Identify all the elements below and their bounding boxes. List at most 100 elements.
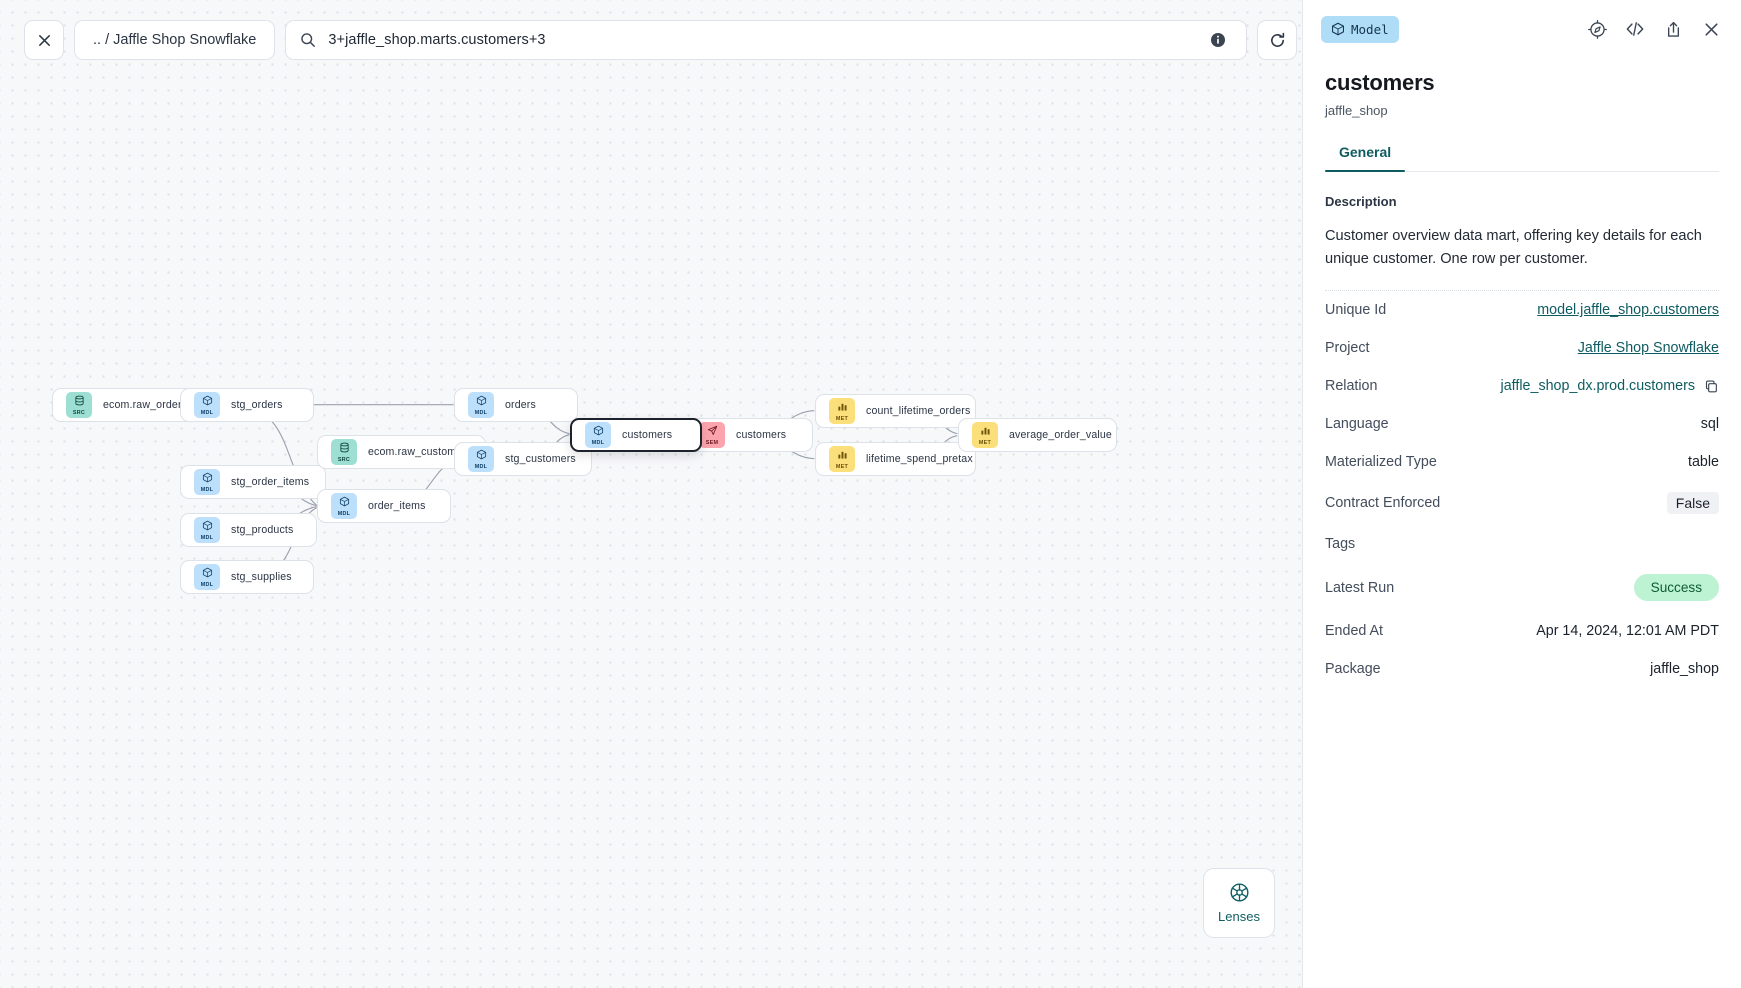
metadata-link[interactable]: Jaffle Shop Snowflake [1577,340,1719,357]
node-type-label: Model [1351,21,1389,37]
metadata-row: Project Jaffle Shop Snowflake [1325,329,1719,367]
metadata-row: Contract Enforced False [1325,481,1719,525]
panel-tabs: General [1325,144,1719,172]
lineage-search-input[interactable]: 3+jaffle_shop.marts.customers+3 [285,20,1248,60]
share-icon[interactable] [1659,15,1687,43]
metadata-key: Ended At [1325,623,1384,640]
mdl-badge-icon: MDL [585,422,611,448]
panel-header: customers jaffle_shop [1303,58,1741,118]
node-label: stg_supplies [231,571,292,583]
metadata-key: Package [1325,661,1381,678]
metadata-value: sql [1700,416,1719,433]
node-label: orders [505,399,536,411]
node-label: stg_customers [505,453,576,465]
description-label: Description [1325,194,1397,209]
metadata-key: Relation [1325,378,1378,395]
metadata-link[interactable]: jaffle_shop_dx.prod.customers [1500,378,1695,395]
lineage-node-orders[interactable]: MDL orders [454,388,578,422]
mdl-badge-icon: MDL [194,469,220,495]
src-badge-icon: SRC [331,439,357,465]
mdl-badge-icon: MDL [331,493,357,519]
node-label: ecom.raw_orders [103,399,188,411]
page-title: customers [1325,70,1435,95]
metadata-key: Materialized Type [1325,454,1437,471]
lineage-node-stg_order_items[interactable]: MDL stg_order_items [180,465,326,499]
canvas-toolbar: .. / Jaffle Shop Snowflake 3+jaffle_shop… [24,20,1298,60]
mdl-badge-icon: MDL [194,392,220,418]
lenses-label: Lenses [1218,909,1260,924]
metadata-value: False [1666,492,1719,515]
lineage-node-order_items[interactable]: MDL order_items [317,489,451,523]
lineage-node-customers_model[interactable]: MDL customers [570,418,702,452]
lenses-button[interactable]: Lenses [1203,868,1275,938]
metadata-link[interactable]: model.jaffle_shop.customers [1537,302,1719,319]
info-circle-icon[interactable] [1204,26,1232,54]
lineage-node-stg_supplies[interactable]: MDL stg_supplies [180,560,314,594]
src-badge-icon: SRC [66,392,92,418]
sem-badge-icon: SEM [699,422,725,448]
aperture-icon [1229,883,1249,902]
lineage-canvas[interactable]: .. / Jaffle Shop Snowflake 3+jaffle_shop… [0,0,1303,988]
refresh-icon [1270,32,1285,47]
lineage-node-average_order_value[interactable]: MET average_order_value [958,418,1117,452]
node-label: lifetime_spend_pretax [866,453,973,465]
value-chip: False [1666,492,1719,515]
metadata-key: Unique Id [1325,302,1387,319]
lineage-node-customers_semantic[interactable]: SEM customers [685,418,813,452]
mdl-badge-icon: MDL [194,564,220,590]
node-label: order_items [368,500,426,512]
copy-icon[interactable] [1704,379,1719,394]
met-badge-icon: MET [972,422,998,448]
node-label: average_order_value [1009,429,1112,441]
node-label: count_lifetime_orders [866,405,971,417]
refresh-button[interactable] [1257,20,1298,60]
metadata-key: Latest Run [1325,579,1395,596]
lineage-node-stg_products[interactable]: MDL stg_products [180,513,317,547]
metadata-row: Relation jaffle_shop_dx.prod.customers [1325,367,1719,405]
node-type-chip[interactable]: Model [1321,15,1399,43]
close-lineage-button[interactable] [24,20,64,60]
metadata-value: table [1687,454,1719,471]
metadata-key: Tags [1325,536,1356,553]
cube-icon [1332,22,1344,36]
metadata-value: jaffle_shop [1650,661,1719,678]
node-label: stg_order_items [231,476,310,488]
metadata-row: Unique Id model.jaffle_shop.customers [1325,291,1719,329]
lineage-node-stg_orders[interactable]: MDL stg_orders [180,388,314,422]
node-label: customers [622,429,673,441]
mdl-badge-icon: MDL [468,392,494,418]
close-panel-button[interactable] [1697,15,1725,43]
breadcrumb: .. / Jaffle Shop Snowflake [93,32,257,48]
metadata-row: Ended At Apr 14, 2024, 12:01 AM PDT [1325,612,1719,650]
details-panel: Model [1303,0,1741,988]
metadata-key: Contract Enforced [1325,495,1441,512]
metadata-key: Project [1325,340,1370,357]
metadata-value[interactable]: model.jaffle_shop.customers [1537,302,1719,318]
lineage-node-count_lifetime_orders[interactable]: MET count_lifetime_orders [815,394,976,428]
explore-icon[interactable] [1583,15,1611,43]
metadata-value: Apr 14, 2024, 12:01 AM PDT [1536,623,1719,640]
mdl-badge-icon: MDL [194,517,220,543]
description-text: Customer overview data mart, offering ke… [1325,225,1719,292]
node-label: customers [736,429,787,441]
node-label: stg_orders [231,399,283,411]
met-badge-icon: MET [829,446,855,472]
met-badge-icon: MET [829,398,855,424]
metadata-row: Package jaffle_shop [1325,650,1719,688]
tab-general[interactable]: General [1325,144,1406,172]
mdl-badge-icon: MDL [468,446,494,472]
code-icon[interactable] [1621,15,1649,43]
breadcrumb-button[interactable]: .. / Jaffle Shop Snowflake [74,20,276,60]
metadata-row: Materialized Type table [1325,443,1719,481]
status-badge: Success [1633,574,1719,602]
node-label: stg_products [231,524,294,536]
lineage-node-lifetime_spend_pretax[interactable]: MET lifetime_spend_pretax [815,442,976,476]
close-icon [38,34,50,46]
search-value: 3+jaffle_shop.marts.customers+3 [328,32,546,48]
metadata-row: Tags [1325,525,1719,563]
metadata-value[interactable]: jaffle_shop_dx.prod.customers [1501,378,1719,394]
metadata-value[interactable]: Jaffle Shop Snowflake [1578,340,1719,356]
